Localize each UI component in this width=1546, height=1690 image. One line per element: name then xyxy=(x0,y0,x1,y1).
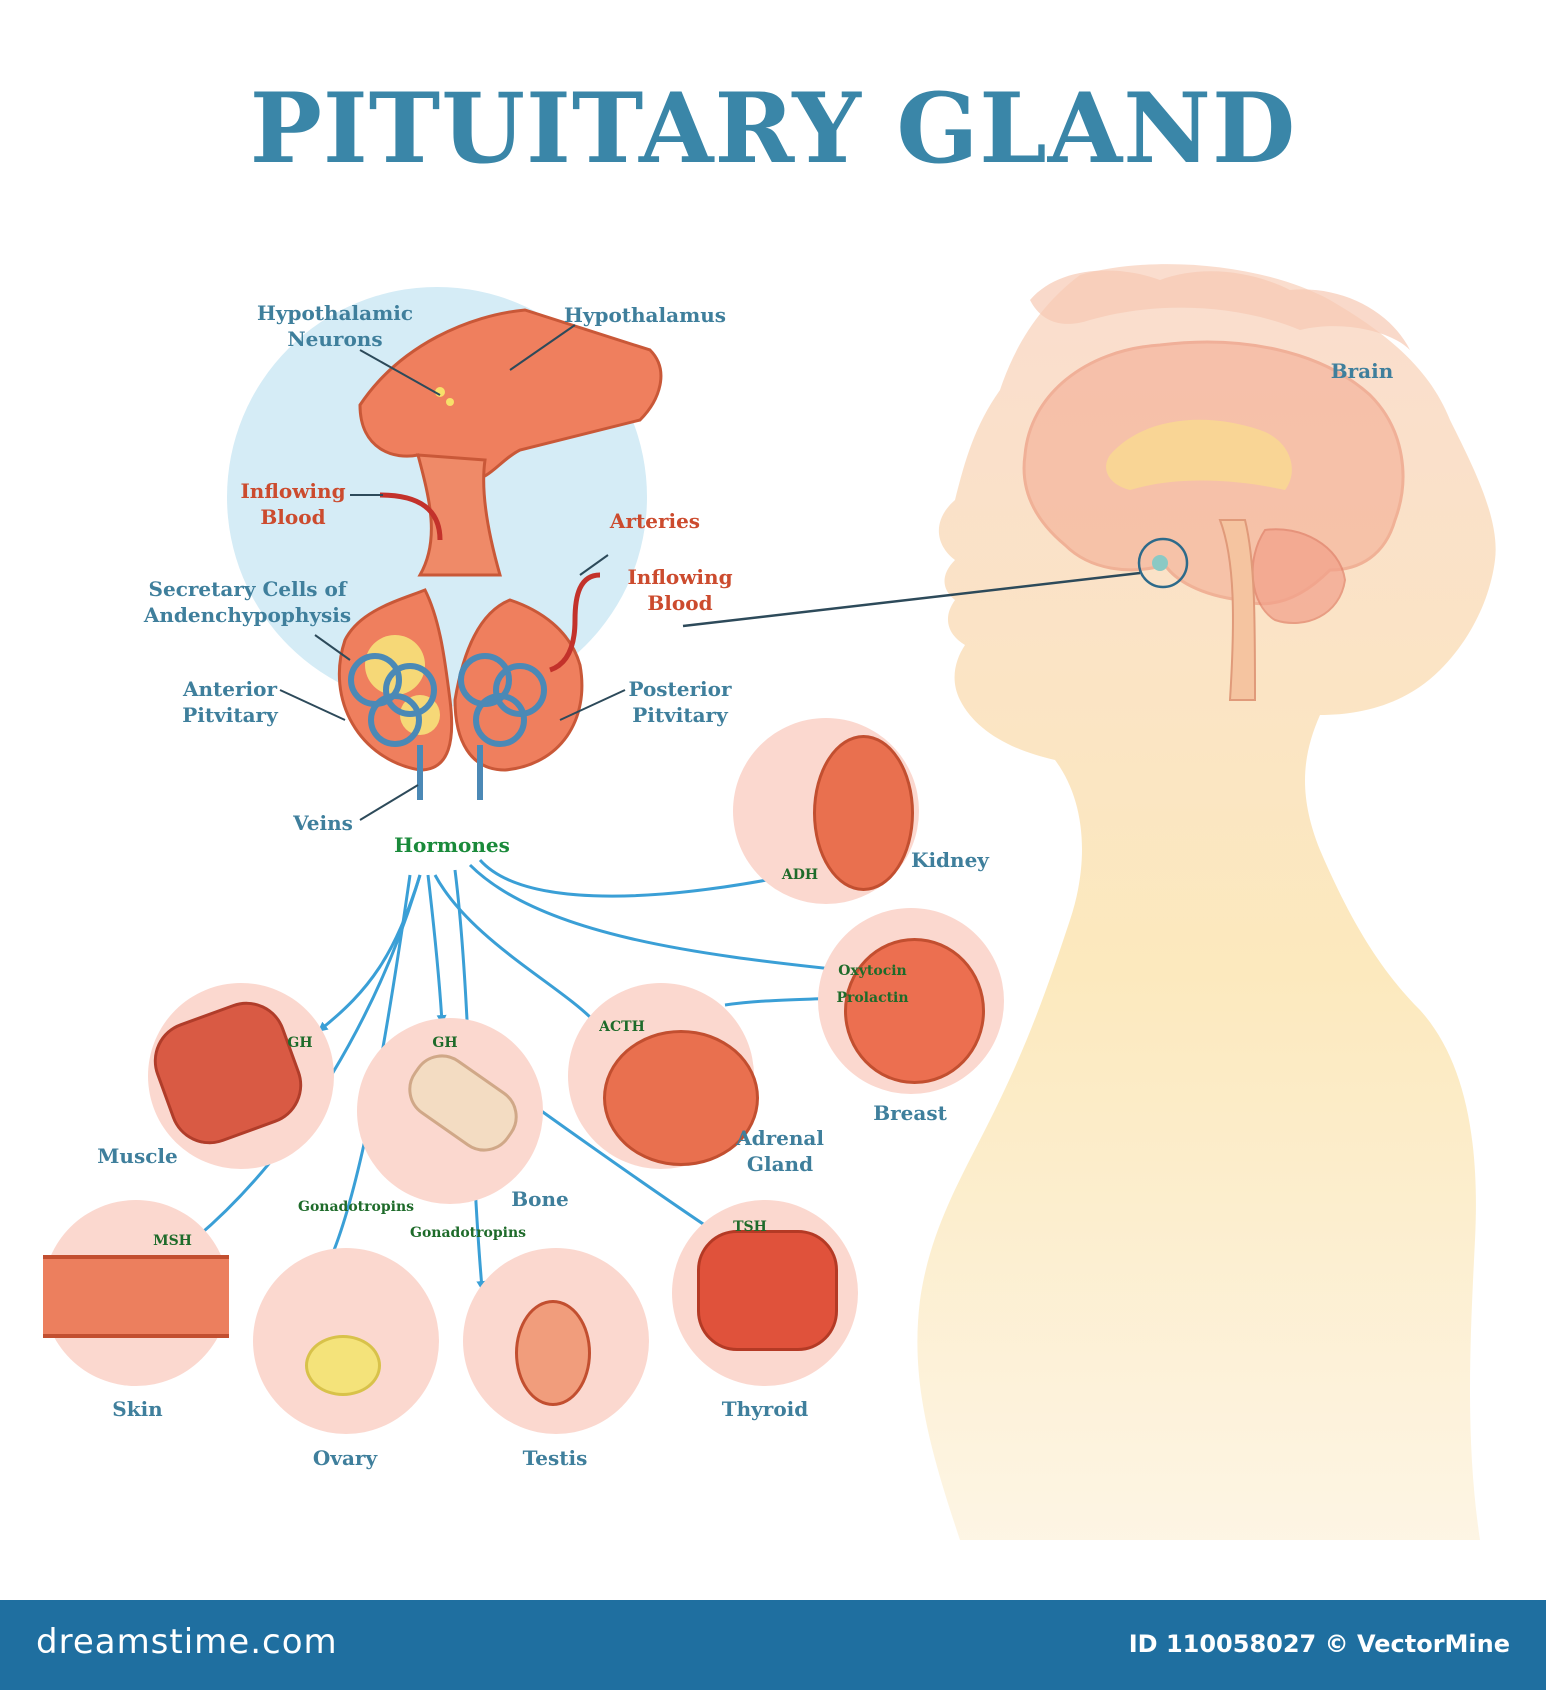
tag-gh-muscle: GH xyxy=(287,1035,313,1051)
tag-acth: ACTH xyxy=(599,1019,645,1035)
label-bone: Bone xyxy=(511,1187,569,1211)
skin-layers xyxy=(43,1255,229,1338)
label-arteries: Arteries xyxy=(609,509,701,533)
label-breast: Breast xyxy=(873,1101,947,1125)
label-brain: Brain xyxy=(1330,359,1394,383)
thyroid-shape xyxy=(697,1230,838,1351)
label-hypothalamus: Hypothalamus xyxy=(563,303,727,327)
tag-gonadotropins-testis: Gonadotropins xyxy=(410,1225,527,1241)
breast-shape xyxy=(844,938,985,1084)
label-ovary: Ovary xyxy=(312,1446,378,1470)
label-hormones: Hormones xyxy=(394,833,510,857)
tag-oxytocin: Oxytocin xyxy=(838,963,907,979)
label-thyroid: Thyroid xyxy=(721,1397,809,1421)
leader-lines xyxy=(279,324,626,821)
label-muscle: Muscle xyxy=(97,1144,178,1168)
image-credit: ID 110058027 © VectorMine xyxy=(1128,1630,1510,1658)
label-inflowing-blood-right: Inflowing Blood xyxy=(627,565,733,615)
testis-shape xyxy=(515,1300,591,1406)
tag-gh-bone: GH xyxy=(432,1035,458,1051)
tag-gonadotropins-ovary: Gonadotropins xyxy=(298,1199,415,1215)
label-hypothalamic-neurons: Hypothalamic Neurons xyxy=(256,301,414,351)
adrenal-shape xyxy=(603,1030,759,1166)
zoom-pointer-line xyxy=(682,571,1141,628)
tag-prolactin: Prolactin xyxy=(836,990,909,1006)
label-veins: Veins xyxy=(293,811,353,835)
pituitary-gland-illustration xyxy=(227,287,663,800)
tag-adh: ADH xyxy=(781,867,819,883)
label-secretary-cells: Secretary Cells of Andenchypophysis xyxy=(143,577,352,627)
label-posterior-pituitary: Posterior Pitvitary xyxy=(628,677,732,727)
ovary-shape xyxy=(305,1335,381,1396)
kidney-shape xyxy=(813,735,914,891)
label-testis: Testis xyxy=(522,1446,588,1470)
tag-tsh: TSH xyxy=(733,1219,767,1235)
label-kidney: Kidney xyxy=(911,848,989,872)
diagram-artwork xyxy=(193,264,1496,1540)
tag-msh: MSH xyxy=(153,1233,192,1249)
diagram-title: PITUITARY GLAND xyxy=(249,72,1297,185)
hormone-arrows xyxy=(193,859,845,1291)
watermark-logo: dreamstime.com xyxy=(36,1622,338,1662)
brain-illustration xyxy=(1022,340,1405,701)
label-skin: Skin xyxy=(112,1397,163,1421)
label-inflowing-blood-left: Inflowing Blood xyxy=(240,479,346,529)
label-anterior-pituitary: Anterior Pitvitary xyxy=(182,677,278,727)
label-adrenal-gland: Adrenal Gland xyxy=(736,1126,824,1176)
footer-bar: dreamstime.com ID 110058027 © VectorMine xyxy=(0,1600,1546,1690)
